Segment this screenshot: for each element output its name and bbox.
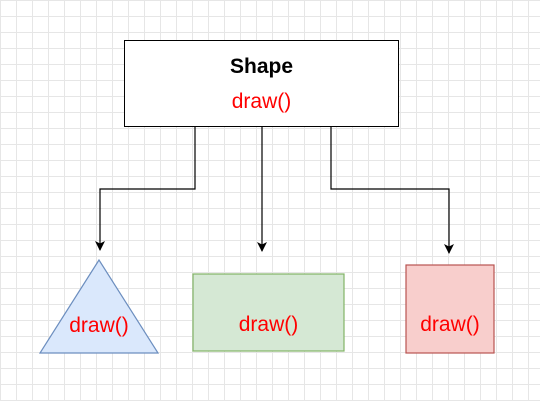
rectangle-shape[interactable]	[192, 273, 345, 352]
connector-to-square	[330, 127, 454, 254]
rectangle-method-label: draw()	[238, 313, 299, 336]
square-shape[interactable]	[405, 264, 495, 354]
shape-class-box[interactable]: Shape draw()	[124, 40, 399, 127]
triangle-shape[interactable]	[38, 258, 160, 354]
connector-to-triangle	[95, 127, 196, 251]
square-method-label: draw()	[420, 313, 480, 336]
shape-class-title: Shape	[229, 55, 294, 78]
shape-class-method: draw()	[231, 90, 292, 113]
triangle-method-label: draw()	[69, 314, 129, 337]
